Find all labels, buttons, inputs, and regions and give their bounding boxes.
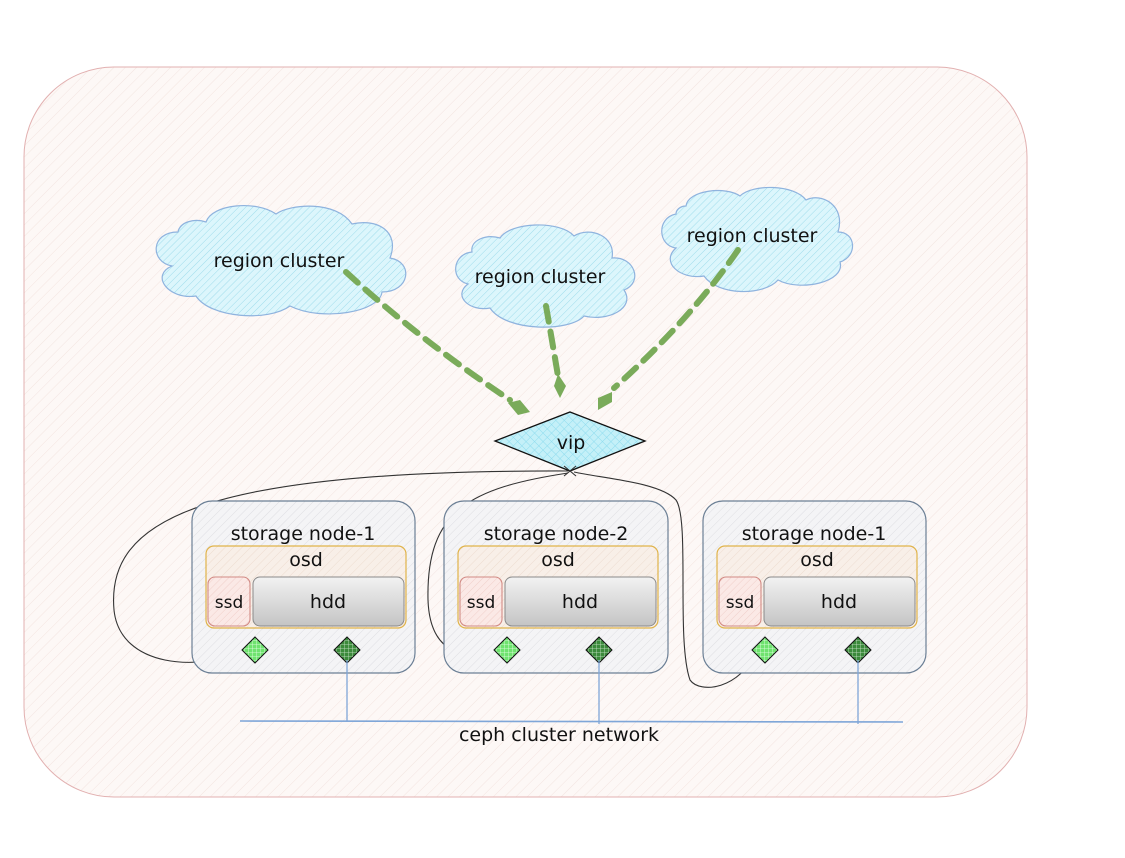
public-port-icon[interactable] [493,636,521,664]
ssd-disk[interactable] [207,576,251,627]
hdd-disk[interactable] [504,576,657,627]
cloud-shape [155,204,407,317]
cloud-shape [455,224,636,328]
public-port-icon[interactable] [751,636,779,664]
arrowhead-diamond [598,392,612,410]
ssd-label: ssd [467,593,496,613]
hdd-label: hdd [310,591,346,613]
region-cluster-cloud-1[interactable]: region cluster [155,204,407,317]
osd-label: osd [289,549,323,571]
vip-node[interactable]: vip [493,411,647,472]
arrowhead-diamond [508,400,530,415]
storage-node-3[interactable]: storage node-1 osd ssd hdd [702,500,927,674]
ssd-disk[interactable] [718,576,762,627]
edge-cloud3-vip[interactable] [611,247,741,391]
hdd-disk[interactable] [763,576,916,627]
edge-node3-vip[interactable] [573,471,758,688]
region-cluster-cloud-2[interactable]: region cluster [455,224,636,328]
storage-node-2[interactable]: storage node-2 osd ssd hdd [443,500,669,674]
storage-node-1[interactable]: storage node-1 osd ssd hdd [191,500,416,674]
node-title: storage node-1 [742,523,887,545]
osd-label: osd [541,549,575,571]
public-port-icon[interactable] [241,636,269,664]
hdd-label: hdd [562,591,598,613]
network-label: ceph cluster network [459,724,659,746]
cloud-label: region cluster [475,266,606,288]
vip-arrow-marker [563,465,577,477]
cloud-shape [661,186,854,293]
osd-label: osd [800,549,834,571]
edge-cloud1-vip[interactable] [343,269,513,403]
ssd-disk[interactable] [459,576,503,627]
hdd-disk[interactable] [252,576,405,627]
network-bus-line [239,720,904,723]
edge-cloud2-vip[interactable] [543,303,561,379]
cloud-label: region cluster [214,250,345,272]
ceph-cluster-network[interactable]: ceph cluster network [239,660,904,746]
vip-label: vip [557,432,586,454]
edge-node1-vip[interactable] [112,470,569,663]
cloud-label: region cluster [687,225,818,247]
ssd-label: ssd [215,593,244,613]
cloud-to-vip-connectors [343,247,741,415]
region-cluster-cloud-3[interactable]: region cluster [661,186,854,293]
ssd-label: ssd [726,593,755,613]
arrowhead-diamond [554,374,566,398]
hdd-label: hdd [821,591,857,613]
node-title: storage node-2 [484,523,629,545]
node-title: storage node-1 [231,523,376,545]
